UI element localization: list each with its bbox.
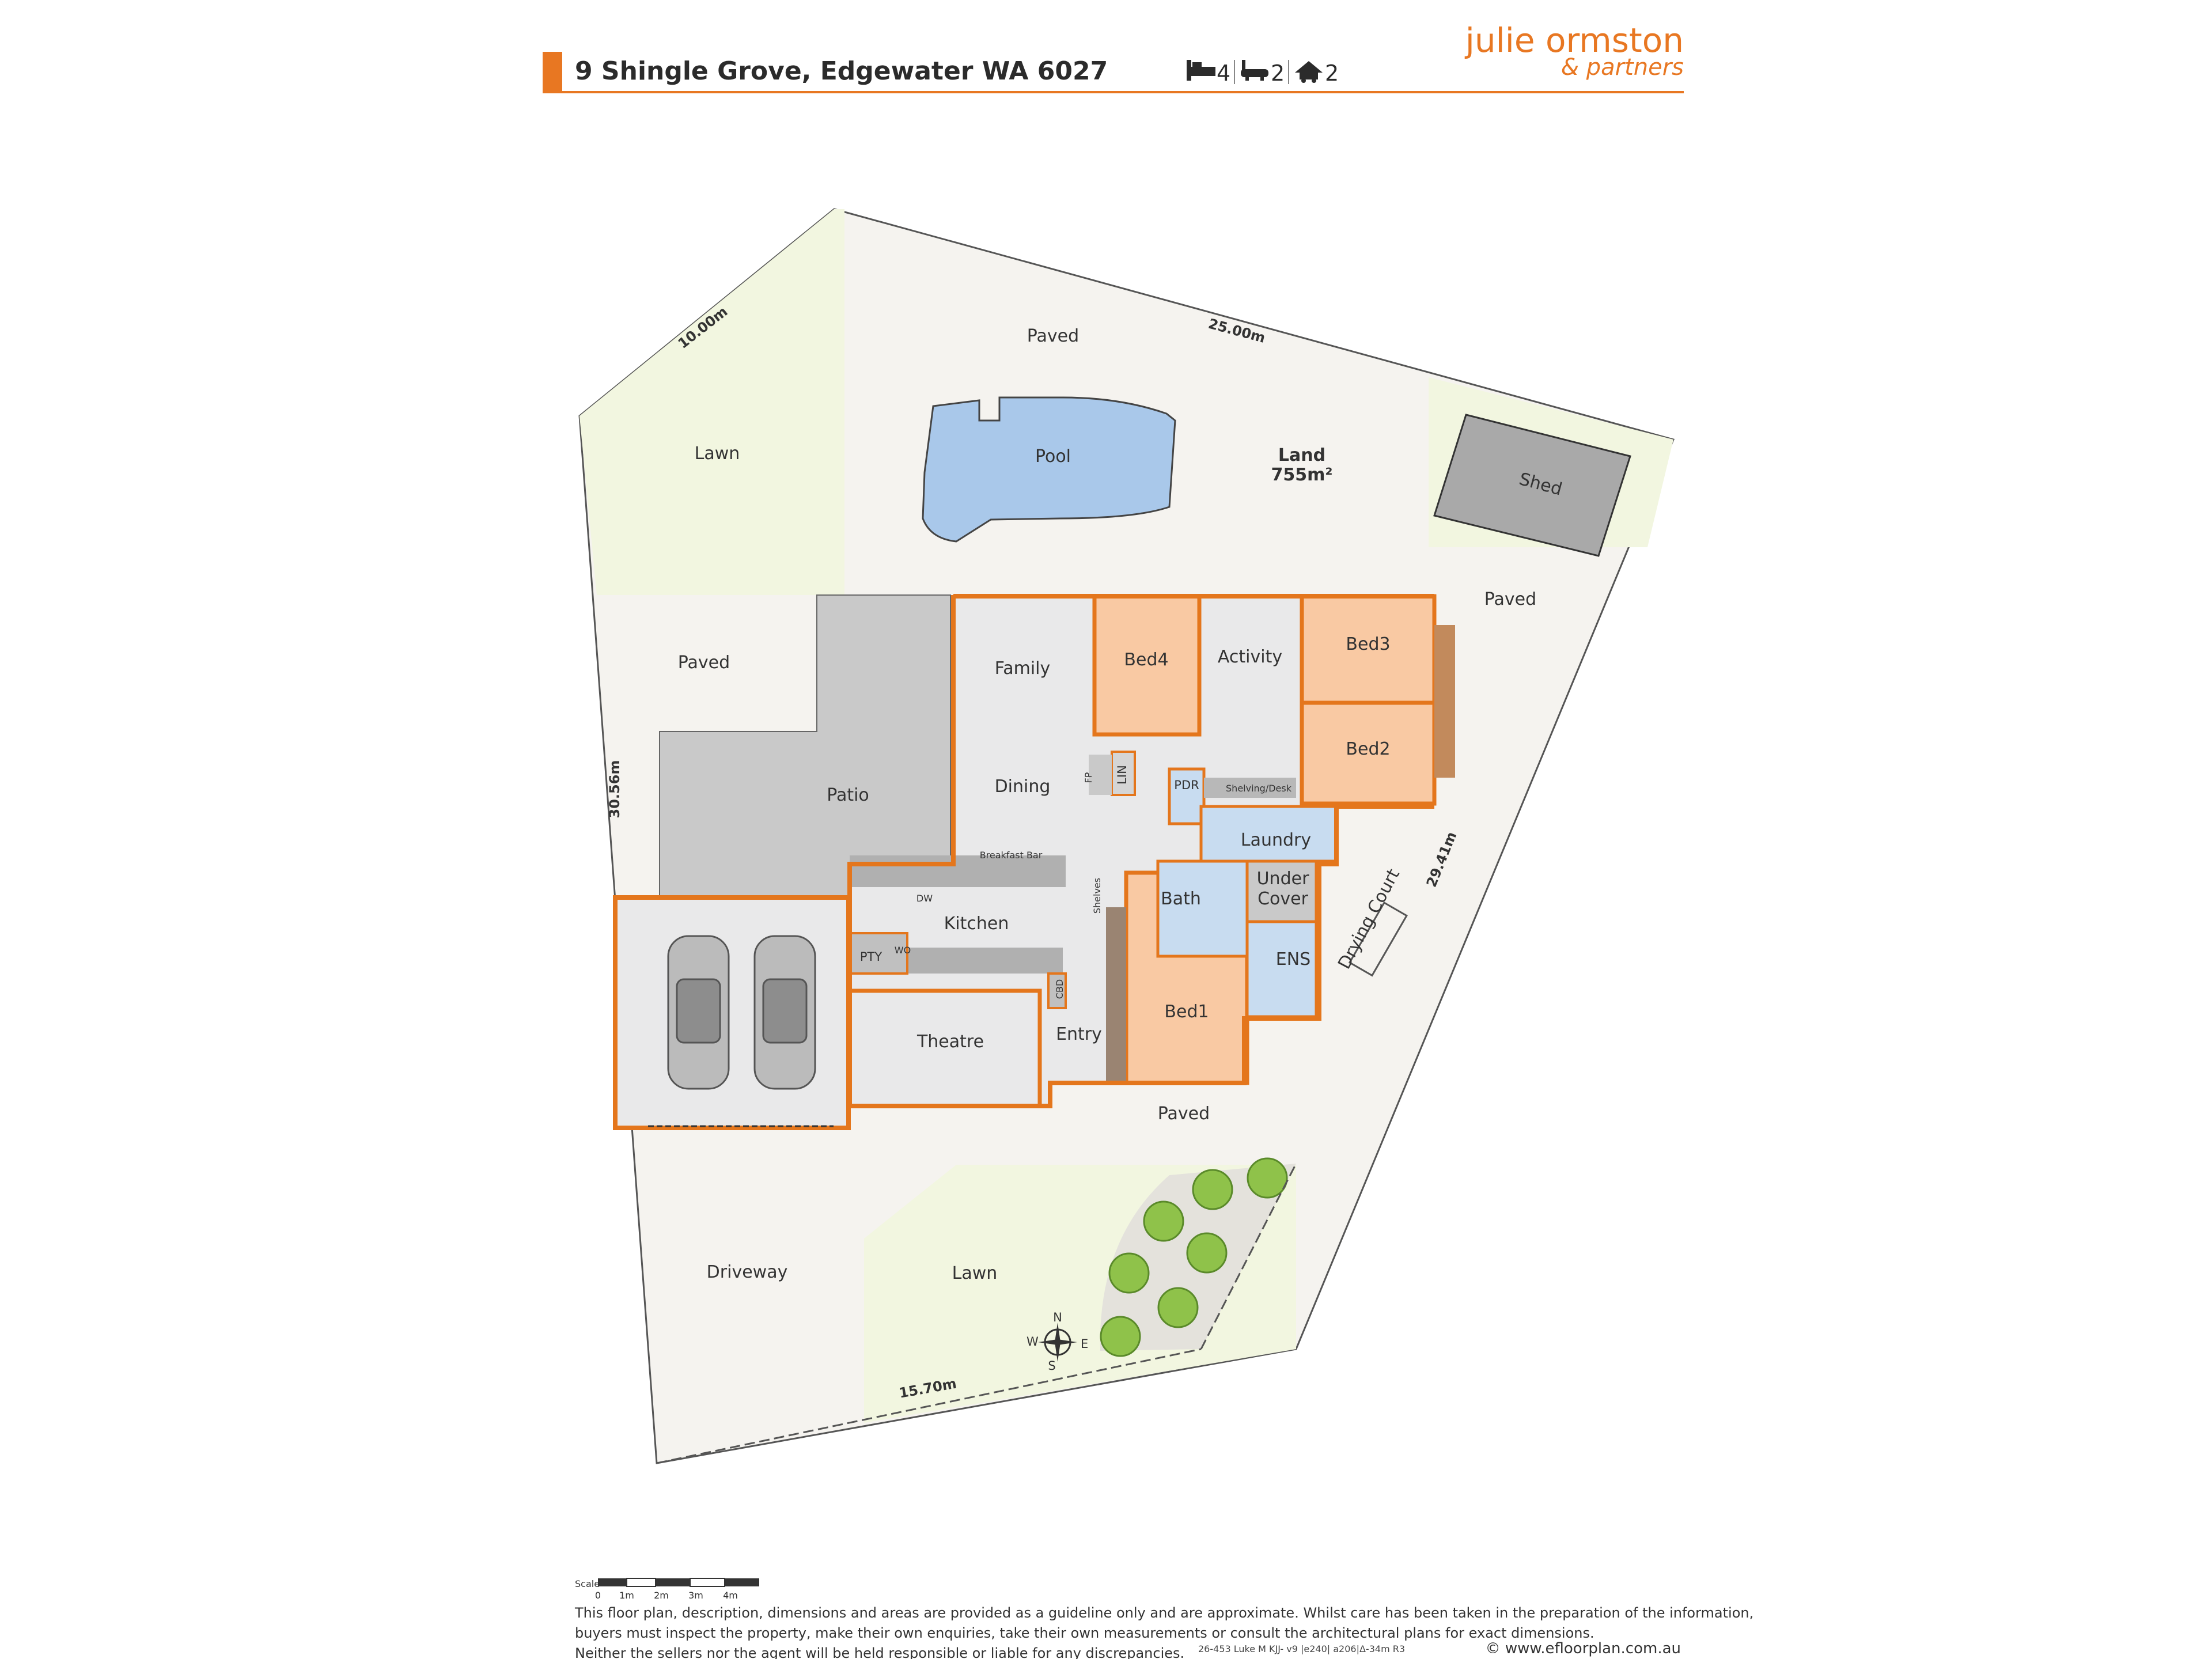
fp-fireplace <box>1089 755 1112 795</box>
label-patio: Patio <box>827 785 869 805</box>
bath-icon <box>1241 60 1268 81</box>
boundary-dash-right <box>1200 1163 1297 1350</box>
label-ens: ENS <box>1276 949 1310 969</box>
footer: Scale 0 1m 2m 3m 4m This floor plan, des… <box>574 1578 1753 1659</box>
compass-w: W <box>1027 1335 1039 1349</box>
label-fp: FP <box>1083 772 1094 783</box>
pdr-room <box>1168 767 1206 825</box>
house-exterior-wall <box>847 595 1434 1108</box>
bed4-room <box>1092 594 1202 737</box>
label-laundry: Laundry <box>1241 830 1311 850</box>
label-entry: Entry <box>1056 1024 1102 1044</box>
brand-logo-main: julie ormston <box>1464 21 1684 60</box>
header: 9 Shingle Grove, Edgewater WA 6027 4 2 2… <box>543 21 1684 93</box>
disclaimer-line-2: buyers must inspect the property, make t… <box>575 1625 1594 1641</box>
bed-icon <box>1187 60 1215 81</box>
site-plan: N S E W <box>578 208 1675 1464</box>
label-pool: Pool <box>1035 446 1071 467</box>
scale-tick-2: 2m <box>654 1590 669 1601</box>
header-address: 9 Shingle Grove, Edgewater WA 6027 <box>575 56 1108 86</box>
label-driveway: Driveway <box>707 1262 788 1282</box>
dim-30-56m: 30.56m <box>607 760 623 819</box>
scale-tick-0: 0 <box>595 1590 601 1601</box>
bed2-room <box>1300 700 1437 806</box>
bed-count: 4 <box>1217 60 1230 86</box>
label-land-area: 755m² <box>1271 465 1332 485</box>
lin-cupboard <box>1111 751 1136 796</box>
cbd-cupboard <box>1047 972 1067 1009</box>
robe-bed1 <box>1106 907 1126 1083</box>
label-paved-right: Paved <box>1484 589 1536 609</box>
shed <box>1433 414 1631 557</box>
label-paved-top: Paved <box>1027 326 1079 346</box>
robe-bed2 <box>1434 703 1455 778</box>
brand-logo-sub: & partners <box>1561 54 1684 81</box>
scale-tick-3: 3m <box>688 1590 703 1601</box>
label-kitchen: Kitchen <box>944 914 1009 934</box>
label-paved-left: Paved <box>678 653 730 673</box>
shrubs <box>1100 1157 1288 1357</box>
shelving-desk <box>1204 778 1296 798</box>
label-theatre: Theatre <box>916 1032 984 1052</box>
robe-bed3 <box>1434 625 1455 703</box>
label-dining: Dining <box>995 777 1051 797</box>
under-cover-area <box>1245 859 1318 923</box>
label-family: Family <box>995 658 1051 679</box>
disclaimer-line-3: Neither the sellers nor the agent will b… <box>575 1645 1184 1659</box>
label-lawn-bottom: Lawn <box>952 1263 998 1283</box>
label-shelves: Shelves <box>1092 878 1103 914</box>
compass-n: N <box>1053 1310 1062 1324</box>
reference-code: 26-453 Luke M KJJ- v9 |e240| a206|Δ-34m … <box>1198 1643 1405 1654</box>
boundary-dash-bottom <box>656 1348 1202 1464</box>
label-dw: DW <box>916 893 933 904</box>
car-outline <box>667 935 816 1090</box>
bath-count: 2 <box>1271 60 1285 86</box>
compass-e: E <box>1081 1337 1088 1351</box>
label-land: Land <box>1278 445 1325 465</box>
header-accent-bar <box>543 52 562 93</box>
scale-label: Scale <box>575 1578 600 1589</box>
label-bed4: Bed4 <box>1124 650 1168 670</box>
label-pty: PTY <box>860 950 882 964</box>
label-bed1: Bed1 <box>1164 1002 1209 1022</box>
bath-room <box>1156 859 1249 958</box>
scale-bar <box>598 1578 759 1587</box>
scale-tick-4: 4m <box>723 1590 738 1601</box>
label-cbd: CBD <box>1054 979 1065 999</box>
ens-room <box>1245 920 1318 1018</box>
label-wo: WO <box>895 945 911 956</box>
lawn-top-area <box>579 209 844 595</box>
label-activity: Activity <box>1218 647 1282 667</box>
car-icon <box>1295 61 1323 83</box>
label-under: Under <box>1257 869 1309 889</box>
scale-tick-1: 1m <box>619 1590 634 1601</box>
breakfast-bar <box>850 855 1066 887</box>
label-lin: LIN <box>1115 765 1129 785</box>
label-cover: Cover <box>1257 889 1309 909</box>
pool <box>922 396 1176 543</box>
label-bed2: Bed2 <box>1346 739 1390 759</box>
label-pdr: PDR <box>1174 778 1199 792</box>
theatre-room <box>847 988 1042 1108</box>
label-paved-bottom: Paved <box>1158 1104 1210 1124</box>
label-bed3: Bed3 <box>1346 634 1390 654</box>
label-bath: Bath <box>1161 889 1201 909</box>
compass-s: S <box>1048 1359 1055 1373</box>
drying-court-rack <box>1348 901 1408 977</box>
footer-url: © www.efloorplan.com.au <box>1486 1640 1681 1657</box>
label-breakfast-bar: Breakfast Bar <box>980 850 1043 861</box>
label-shelving-desk: Shelving/Desk <box>1226 783 1292 794</box>
disclaimer-line-1: This floor plan, description, dimensions… <box>574 1605 1753 1621</box>
label-lawn-top: Lawn <box>695 444 740 464</box>
car-count: 2 <box>1325 60 1339 86</box>
compass-icon <box>1038 1323 1077 1362</box>
